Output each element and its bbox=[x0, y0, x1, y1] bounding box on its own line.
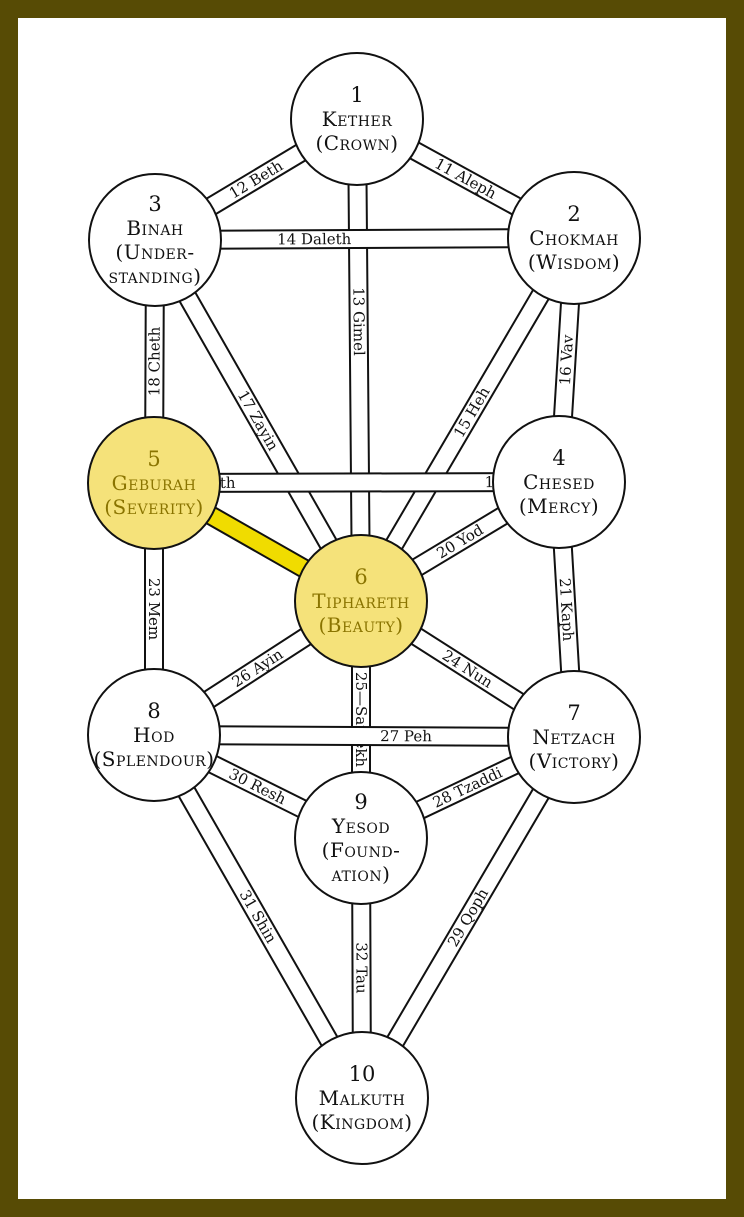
path-1-6: 13 Gimel bbox=[346, 117, 372, 603]
sephirah-number: 3 bbox=[148, 192, 161, 216]
path-label: 31 Shin bbox=[236, 887, 281, 947]
path-label: 23 Mem bbox=[145, 578, 163, 640]
sephirah-name-line: Malkuth bbox=[319, 1086, 406, 1110]
sephirah-name-line: (Under- bbox=[115, 240, 194, 264]
path-7-8: 27 Peh bbox=[152, 724, 576, 748]
path-label: 25—Samekh bbox=[352, 672, 370, 767]
path-label: 14 Daleth bbox=[277, 230, 352, 248]
sephirah-circle bbox=[295, 1031, 429, 1165]
sephirah-circle bbox=[294, 534, 428, 668]
path-label: 18 Cheth bbox=[145, 326, 163, 396]
sephirah-circle bbox=[87, 416, 221, 550]
sephirah-circle bbox=[492, 415, 626, 549]
sephirah-number: 2 bbox=[567, 202, 580, 226]
path-label: 16 Vav bbox=[556, 334, 577, 386]
path-label: 26 Ayin bbox=[229, 645, 287, 691]
path-channel bbox=[346, 117, 372, 603]
sephirah-name-line: (Found- bbox=[322, 838, 401, 862]
path-label: 11 Aleph bbox=[432, 154, 500, 202]
sephirah-circle bbox=[88, 173, 222, 307]
path-label: 15 Heh bbox=[450, 383, 494, 440]
sephirah-name-line: Kether bbox=[322, 107, 392, 131]
sephirah-name-line: (Beauty) bbox=[318, 613, 403, 637]
path-label: 29 Qoph bbox=[444, 885, 492, 950]
sephirah-number: 7 bbox=[567, 701, 580, 725]
sephirah-circle bbox=[87, 668, 221, 802]
sephirah-name-line: Chesed bbox=[523, 470, 595, 494]
path-label: 24 Nun bbox=[439, 646, 496, 692]
sephirah-number: 10 bbox=[349, 1062, 376, 1086]
sephirah-name-line: Netzach bbox=[532, 725, 615, 749]
sephirah-name-line: (Mercy) bbox=[519, 494, 599, 518]
sephirah-name-line: ation) bbox=[331, 862, 391, 886]
sephirah-name-line: Tiphareth bbox=[312, 589, 409, 613]
sephirah-name-line: Yesod bbox=[331, 814, 390, 838]
sephirah-name-line: Chokmah bbox=[529, 226, 619, 250]
sephirah-number: 8 bbox=[147, 699, 160, 723]
sephirah-number: 1 bbox=[350, 83, 363, 107]
sephirah-number: 6 bbox=[354, 565, 367, 589]
sephirah-name-line: (Kingdom) bbox=[311, 1110, 412, 1134]
sephirah-name-line: standing) bbox=[108, 264, 201, 288]
path-label: 32 Tau bbox=[352, 942, 370, 994]
path-label: 28 Tzaddi bbox=[430, 763, 505, 811]
path-label: 13 Gimel bbox=[349, 287, 368, 356]
sephirah-name-line: (Victory) bbox=[529, 749, 620, 773]
sephirah-name-line: (Wisdom) bbox=[528, 250, 620, 274]
sephirah-name-line: (Splendour) bbox=[93, 747, 214, 771]
sephirah-circle bbox=[294, 771, 428, 905]
sephirah-name-line: Hod bbox=[133, 723, 175, 747]
sephirah-number: 5 bbox=[147, 447, 160, 471]
sephirah-circle bbox=[507, 171, 641, 305]
sephirah-number: 9 bbox=[354, 790, 367, 814]
sephirah-number: 4 bbox=[552, 446, 565, 470]
path-label: 21 Kaph bbox=[556, 577, 578, 642]
sephirah-name-line: (Crown) bbox=[315, 131, 398, 155]
path-label: 12 Beth bbox=[226, 156, 287, 202]
path-label: 27 Peh bbox=[380, 727, 432, 745]
sephirah-name-line: Geburah bbox=[112, 471, 197, 495]
path-label: 17 Zayin bbox=[234, 387, 283, 454]
sephirah-circle bbox=[290, 52, 424, 186]
sephirah-name-line: (Severity) bbox=[104, 495, 204, 519]
sephirah-name-line: Binah bbox=[126, 216, 183, 240]
sephirah-circle bbox=[507, 670, 641, 804]
